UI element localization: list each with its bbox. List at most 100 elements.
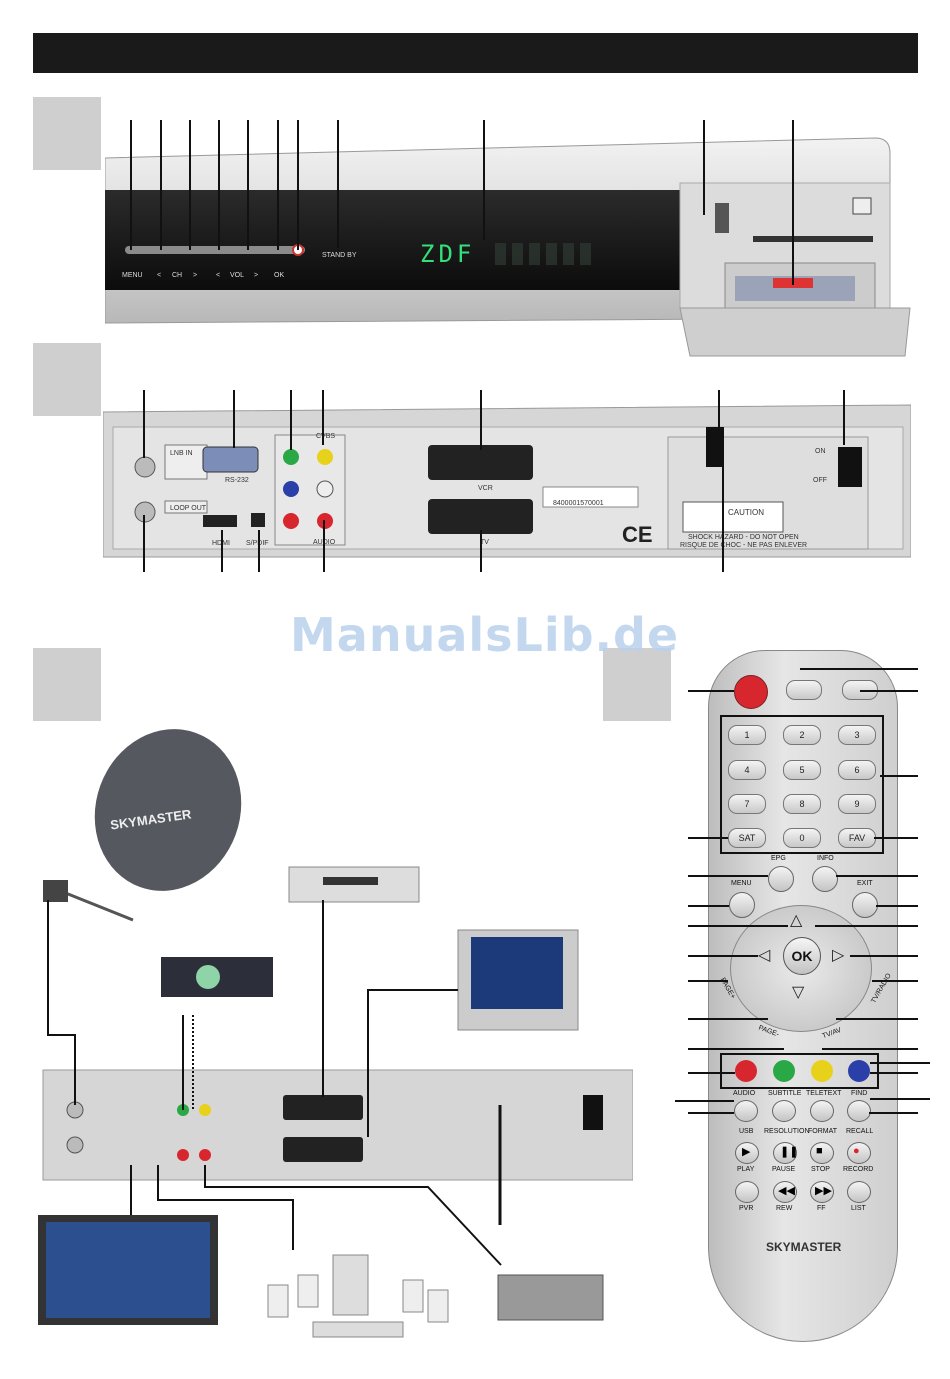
front-btn-vol-left: < (216, 272, 221, 279)
rear-leader (258, 530, 260, 572)
rear-label-on: ON (815, 448, 826, 455)
sat-button[interactable]: SAT (728, 828, 766, 848)
rear-label-vcr: VCR (478, 485, 493, 492)
front-vfd-display: ZDF (420, 240, 476, 268)
exit-button[interactable] (852, 892, 878, 918)
front-panel-drawing (104, 137, 911, 357)
front-btn-vol: VOL (230, 272, 245, 279)
num-7-button[interactable]: 7 (728, 794, 766, 814)
remote-leader (675, 1100, 734, 1102)
front-leader (297, 120, 299, 250)
recall-label: RECALL (846, 1128, 874, 1135)
stop-button[interactable] (810, 1142, 834, 1164)
num-4-button[interactable]: 4 (728, 760, 766, 780)
audio-button[interactable] (734, 1100, 758, 1122)
rew-label: REW (776, 1205, 793, 1212)
remote-leader (688, 1112, 734, 1114)
remote-leader (688, 955, 758, 957)
remote-leader (688, 875, 768, 877)
remote-leader (688, 837, 728, 839)
record-button[interactable] (847, 1142, 871, 1164)
remote-leader (688, 980, 728, 982)
play-button[interactable] (735, 1142, 759, 1164)
ff-icon: ▶▶ (815, 1185, 832, 1197)
rear-leader (480, 390, 482, 450)
rear-leader (323, 520, 325, 572)
remote-leader (870, 1072, 918, 1074)
play-label: PLAY (737, 1166, 755, 1173)
front-leader (337, 120, 339, 248)
num-3-button[interactable]: 3 (838, 725, 876, 745)
rear-label-lnb-in: LNB IN (170, 450, 193, 457)
connection-diagram (33, 725, 634, 1345)
num-2-button[interactable]: 2 (783, 725, 821, 745)
number-pad-frame (720, 715, 884, 854)
up-arrow-icon[interactable]: △ (790, 912, 803, 929)
rear-label-cvbs: CVBS (316, 433, 336, 440)
right-arrow-icon[interactable]: ▷ (832, 947, 845, 964)
rear-leader (221, 530, 223, 572)
remote-leader (870, 1062, 930, 1064)
down-arrow-icon[interactable]: ▽ (792, 984, 805, 1001)
find-button[interactable] (847, 1100, 871, 1122)
rear-panel-figure (102, 397, 912, 567)
rear-leader (322, 390, 324, 445)
color-keys-frame (720, 1053, 879, 1089)
rear-label-caution: CAUTION (728, 508, 764, 517)
rear-leader (480, 530, 482, 572)
rew-button[interactable] (773, 1181, 797, 1203)
remote-leader (870, 1098, 930, 1100)
pvr-button[interactable] (735, 1181, 759, 1203)
num-0-button[interactable]: 0 (783, 828, 821, 848)
front-btn-ch-right: > (193, 272, 198, 279)
rear-leader (290, 390, 292, 450)
epg-label: EPG (771, 855, 786, 862)
section-marker-connection (33, 648, 101, 721)
section-marker-rear (33, 343, 101, 416)
ff-button[interactable] (810, 1181, 834, 1203)
remote-leader (860, 690, 918, 692)
num-9-button[interactable]: 9 (838, 794, 876, 814)
blue-button[interactable] (848, 1060, 870, 1082)
remote-leader (874, 837, 918, 839)
front-btn-ch: CH (172, 272, 183, 279)
info-button[interactable] (812, 866, 838, 892)
mute-button[interactable] (786, 680, 822, 700)
epg-button[interactable] (768, 866, 794, 892)
subtitle-button[interactable] (772, 1100, 796, 1122)
front-leader (160, 120, 162, 250)
yellow-button[interactable] (811, 1060, 833, 1082)
menu-button[interactable] (729, 892, 755, 918)
left-arrow-icon[interactable]: ◁ (758, 947, 771, 964)
green-button[interactable] (773, 1060, 795, 1082)
front-panel-figure (104, 128, 915, 358)
front-btn-ch-left: < (157, 272, 162, 279)
front-leader (703, 120, 705, 215)
power-button[interactable] (734, 675, 768, 709)
num-6-button[interactable]: 6 (838, 760, 876, 780)
remote-leader (688, 925, 788, 927)
rear-leader (843, 390, 845, 445)
rear-label-hdmi: HDMI (212, 540, 230, 547)
list-button[interactable] (847, 1181, 871, 1203)
remote-leader (688, 1048, 784, 1050)
teletext-button[interactable] (810, 1100, 834, 1122)
ok-button[interactable]: OK (783, 937, 821, 975)
pause-icon: ❚❚ (780, 1146, 799, 1158)
fav-button[interactable]: FAV (838, 828, 876, 848)
rear-label-tv: TV (480, 539, 489, 546)
pause-button[interactable] (773, 1142, 797, 1164)
num-1-button[interactable]: 1 (728, 725, 766, 745)
front-leader (792, 120, 794, 285)
front-btn-menu: MENU (122, 272, 143, 279)
stop-label: STOP (811, 1166, 830, 1173)
remote-leader (822, 1048, 918, 1050)
remote-leader (688, 690, 734, 692)
ff-label: FF (817, 1205, 826, 1212)
record-label: RECORD (843, 1166, 874, 1173)
subtitle-label: SUBTITLE (768, 1090, 802, 1097)
red-button[interactable] (735, 1060, 757, 1082)
num-5-button[interactable]: 5 (783, 760, 821, 780)
num-8-button[interactable]: 8 (783, 794, 821, 814)
section-marker-front (33, 97, 101, 170)
